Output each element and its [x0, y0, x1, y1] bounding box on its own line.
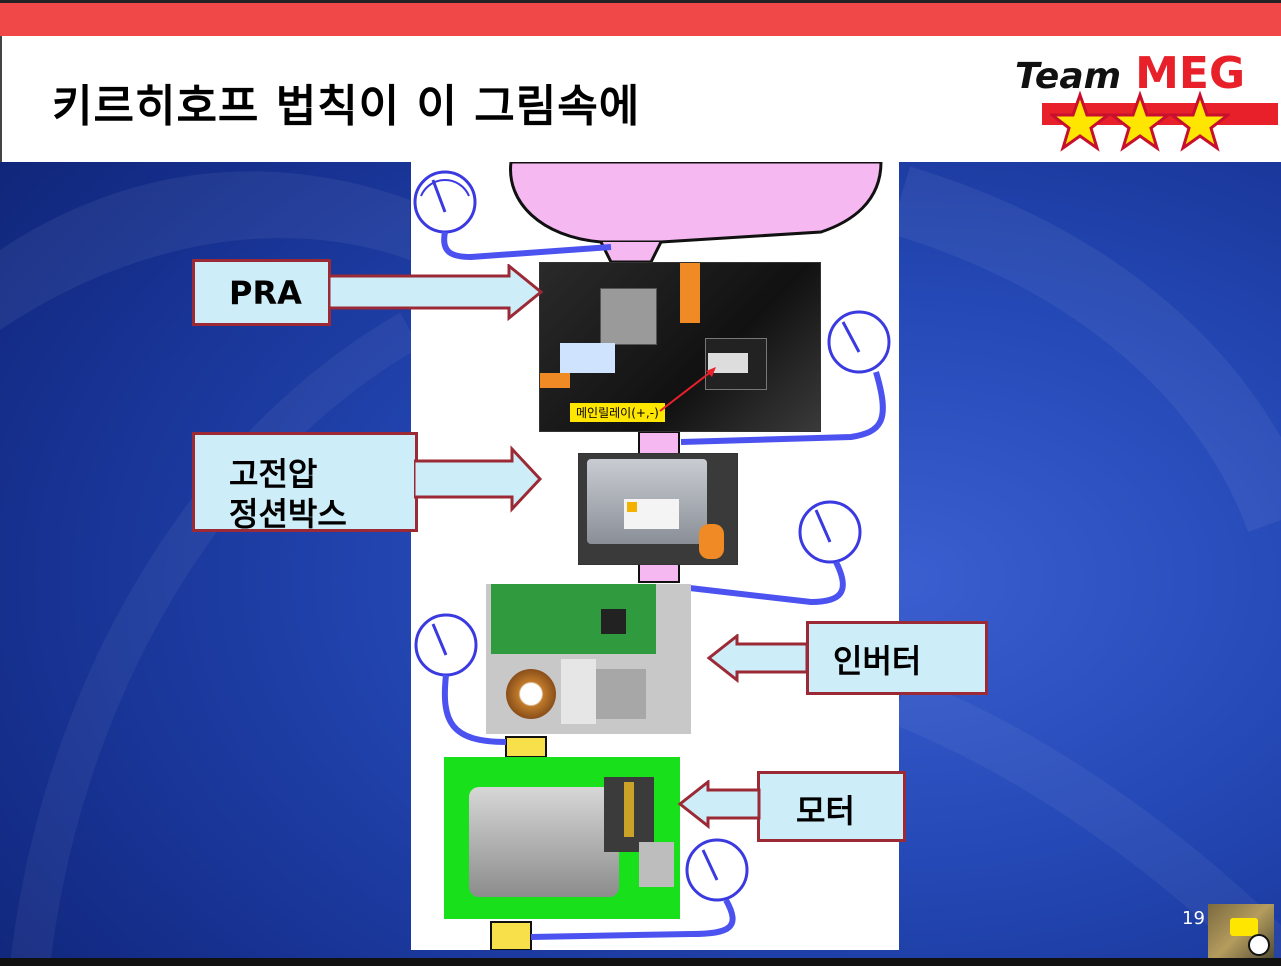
circuit-illustration: [413, 162, 891, 950]
meter-icon: [413, 170, 612, 261]
three-stars-icon: [1050, 90, 1230, 152]
logo-brand-text: MEG: [1135, 48, 1246, 99]
inverter-label: 인버터: [806, 621, 988, 695]
motor-photo: [444, 757, 680, 919]
relay-caption: 메인릴레이(+,-): [570, 403, 665, 422]
presenter-thumbnail: [1208, 904, 1274, 960]
slide-title: 키르히호프 법칙이 이 그림속에: [52, 81, 641, 132]
junction-box-photo: [578, 453, 738, 565]
junction-label-line2: 정션박스: [229, 495, 347, 533]
page-number: 19: [1182, 908, 1205, 929]
red-pointer-arrow: [659, 367, 716, 412]
motor-label-text: 모터: [796, 792, 855, 830]
pra-arrow-icon: [329, 264, 544, 322]
logo-team-text: Team: [1015, 56, 1122, 97]
inverter-label-text: 인버터: [833, 642, 922, 680]
pra-photo: 메인릴레이(+,-): [539, 262, 821, 432]
junction-label-line1: 고전압: [229, 455, 318, 493]
junction-arrow-icon: [414, 445, 543, 513]
bottom-border: [0, 958, 1281, 966]
junction-box-label: 고전압 정션박스: [192, 432, 418, 533]
pra-label-text: PRA: [229, 274, 302, 312]
inverter-photo: [486, 584, 691, 734]
motor-arrow-icon: [677, 780, 761, 830]
inverter-arrow-icon: [706, 634, 809, 684]
pra-label: PRA: [192, 259, 331, 326]
motor-label: 모터: [757, 771, 906, 842]
top-accent-bar: [0, 0, 1281, 36]
team-meg-logo: Team MEG: [1015, 48, 1245, 99]
